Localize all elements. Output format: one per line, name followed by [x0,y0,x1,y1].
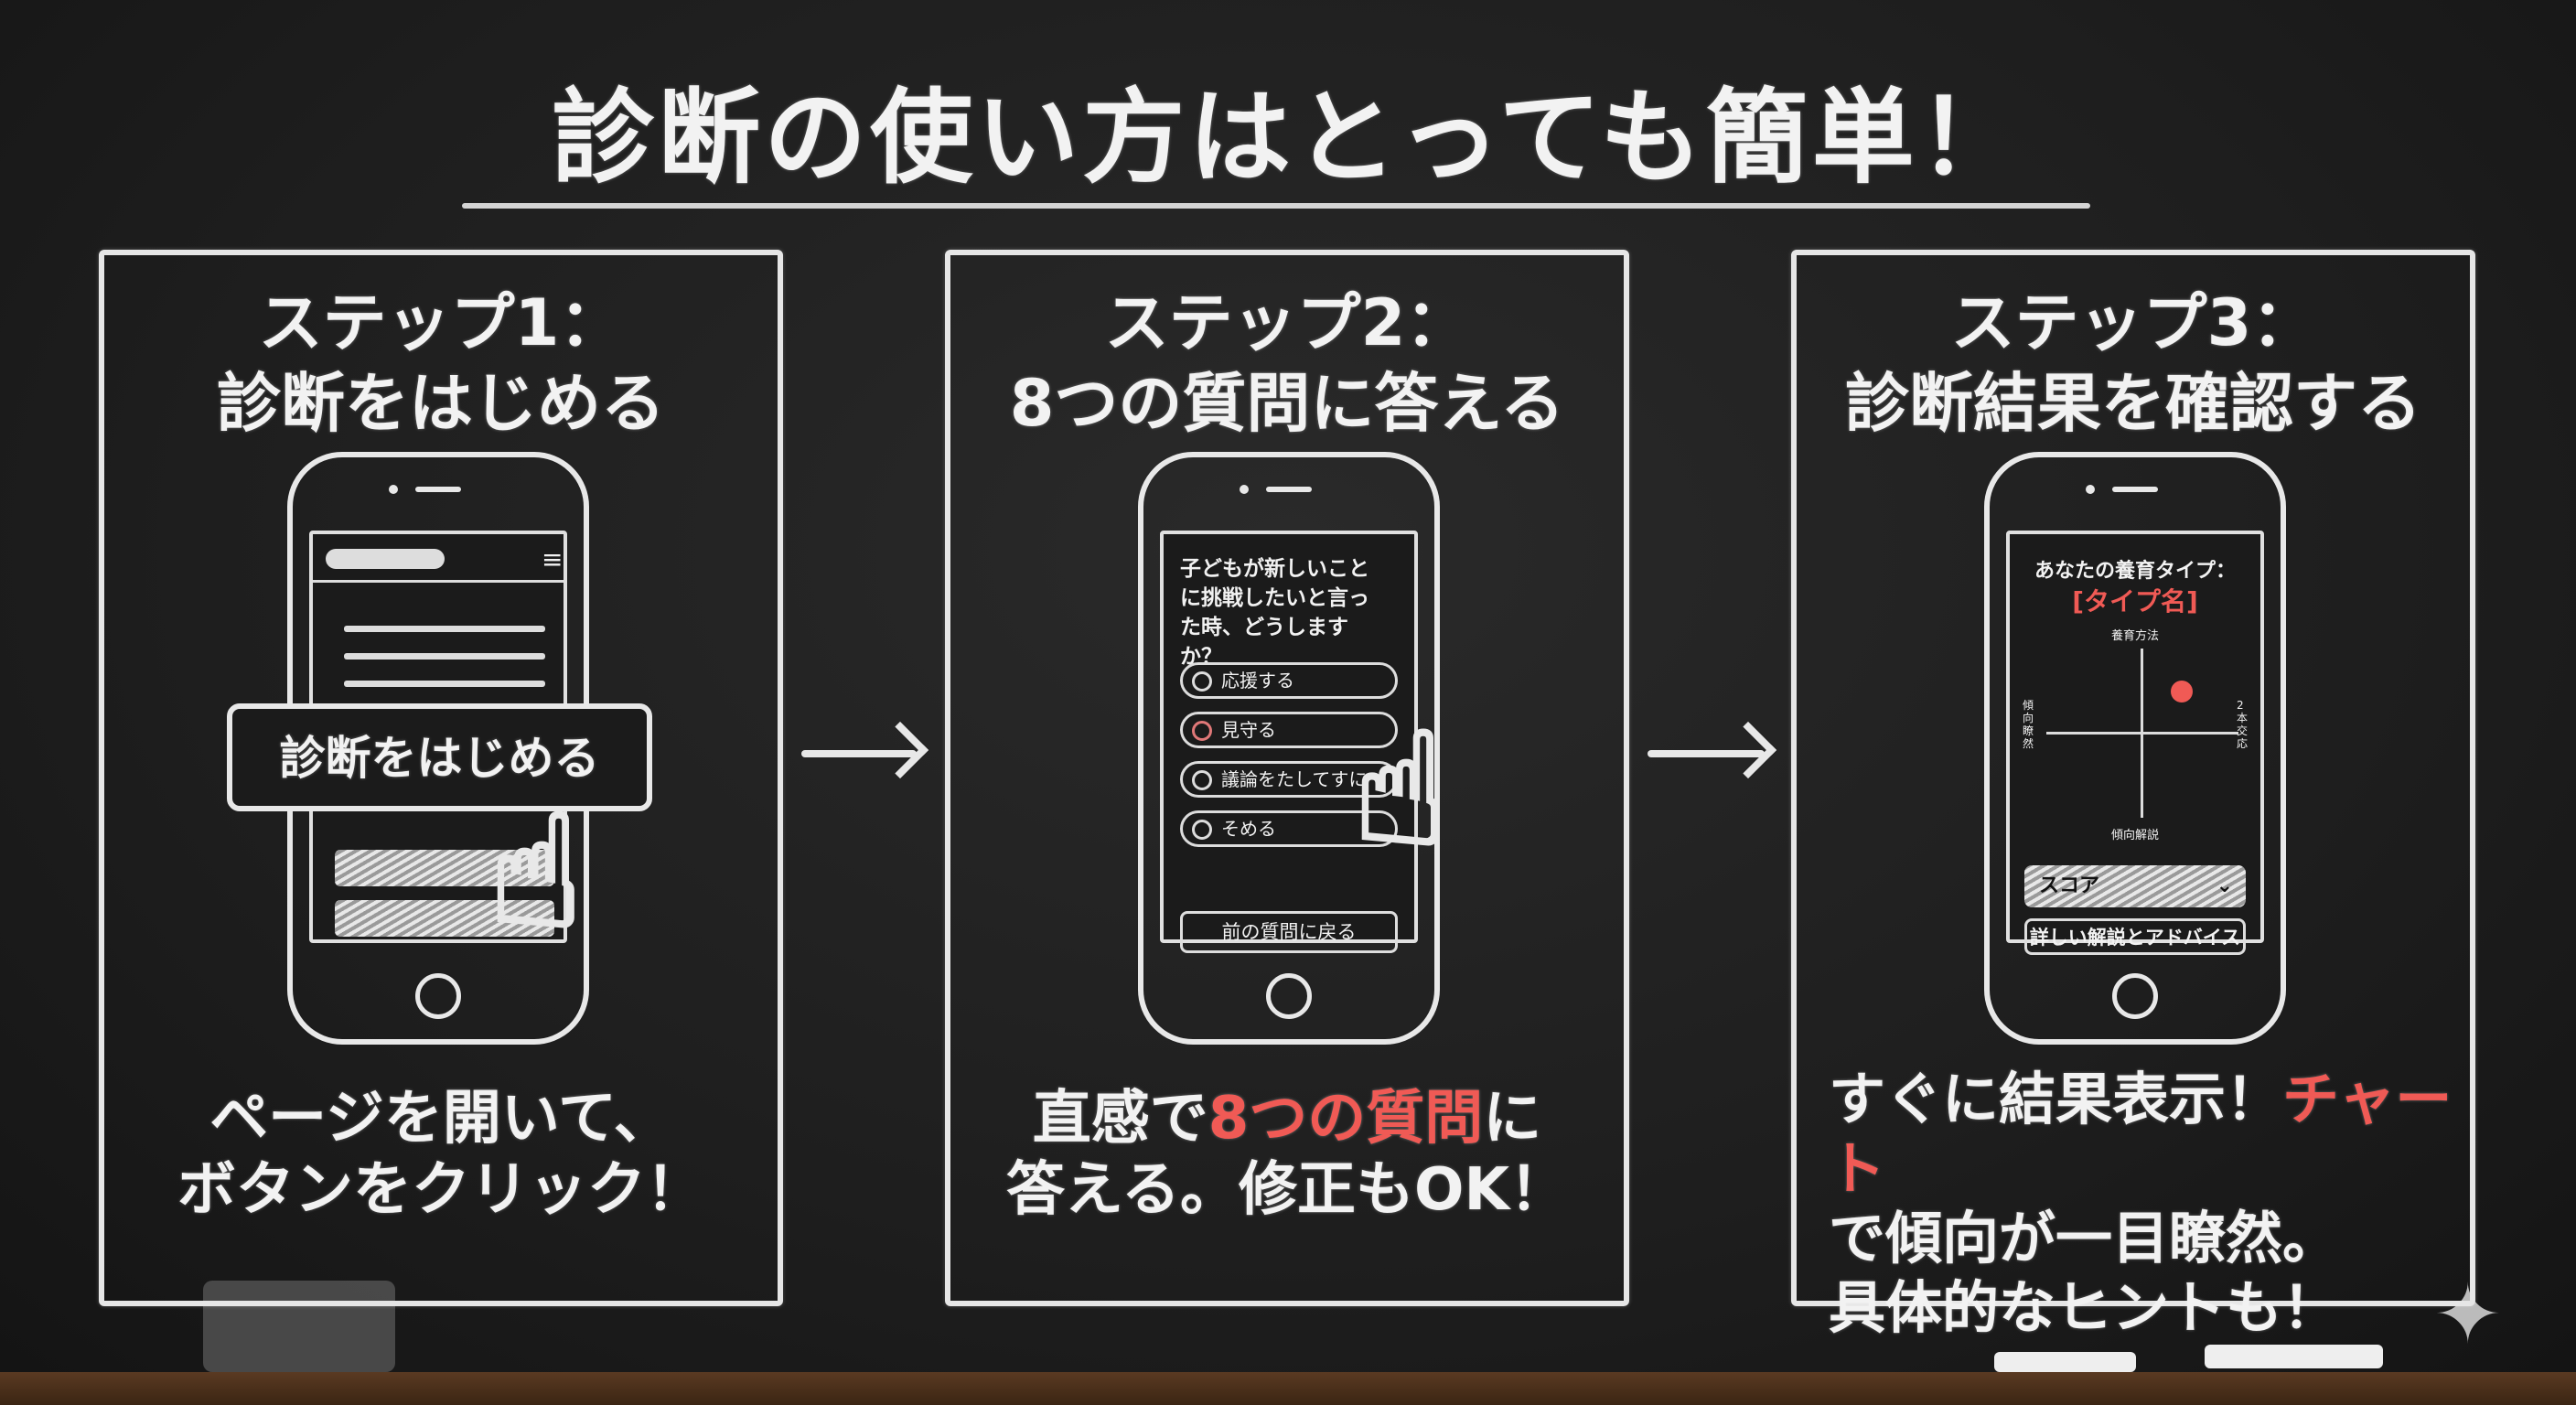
answer-option[interactable]: 応援する [1180,662,1398,699]
chart-x-axis [2046,732,2238,735]
pointing-hand-icon: ☝ [487,782,585,963]
previous-question-button[interactable]: 前の質問に戻る [1180,911,1398,953]
step-2-panel: ステップ2： 8つの質問に答える 子どもが新しいことに挑戦したいと言った時、どう… [945,250,1629,1306]
step-1-label: ステップ1： [258,285,624,360]
arrow-right-icon [801,750,917,757]
step-1-desc-line-2: ボタンをクリック！ [177,1156,704,1224]
step-2-label: ステップ2： [1104,285,1470,360]
question-text: 子どもが新しいことに挑戦したいと言った時、どうしますか？ [1180,557,1369,669]
result-label: あなたの養育タイプ： [2034,560,2236,583]
answer-option[interactable]: そめる [1180,810,1398,847]
chalk-piece [2205,1345,2383,1368]
chevron-down-icon: ⌄ [2216,874,2233,897]
title-underline [462,203,2090,209]
axis-bottom-label: 傾向解説 [2110,829,2159,842]
step-1-panel: ステップ1： 診断をはじめる ≡ 診断をはじめる ☝ ページを開いて、 ボタンを… [99,250,783,1306]
start-diagnosis-button[interactable]: 診断をはじめる [227,703,652,811]
answer-option[interactable]: 議論をたしてすに [1180,761,1398,798]
step-3-desc-line-1: すぐに結果表示！チャート [1829,1066,2453,1202]
phone-illustration: あなたの養育タイプ： [タイプ名] 養育方法 傾向解説 傾向瞭然 2本交応 スコ… [1984,452,2286,1045]
pointing-hand-icon: ☝ [1351,700,1450,881]
page-title: 診断の使い方はとっても簡単！ [552,79,2024,198]
score-dropdown[interactable]: スコア⌄ [2024,865,2246,907]
arrow-right-icon [1648,750,1765,757]
chalk-tray [0,1372,2576,1405]
step-3-desc-line-3: 具体的なヒントも！ [1829,1274,2340,1341]
step-1-title: 診断をはじめる [217,366,665,441]
answer-option-selected[interactable]: 見守る [1180,712,1398,748]
chalk-piece [1994,1352,2136,1372]
sparkle-icon: ✦ [2433,1267,2503,1363]
eraser [203,1281,395,1372]
step-1-desc-line-1: ページを開いて、 [209,1085,672,1153]
step-3-panel: ステップ3： 診断結果を確認する あなたの養育タイプ： [タイプ名] 養育方法 … [1791,250,2475,1341]
step-3-label: ステップ3： [1950,285,2316,360]
axis-left-label: 傾向瞭然 [2023,699,2034,750]
type-name: [タイプ名] [2072,586,2198,617]
phone-illustration: 子どもが新しいことに挑戦したいと言った時、どうしますか？ 応援する 見守る 議論… [1138,452,1440,1045]
axis-right-label: 2本交応 [2237,699,2249,750]
axis-top-label: 養育方法 [2110,629,2159,643]
step-3-title: 診断結果を確認する [1845,366,2421,441]
phone-screen: 子どもが新しいことに挑戦したいと言った時、どうしますか？ 応援する 見守る 議論… [1160,531,1418,953]
home-button [1266,973,1312,1019]
step-2-desc-line-1: 直感で8つの質問に [1032,1085,1542,1153]
home-button [2112,973,2158,1019]
menu-icon[interactable]: ≡ [542,544,564,574]
step-3-desc-line-2: で傾向が一目瞭然。 [1829,1205,2340,1271]
phone-screen: あなたの養育タイプ： [タイプ名] 養育方法 傾向解説 傾向瞭然 2本交応 スコ… [2006,531,2264,955]
result-point [2171,681,2193,702]
step-2-title: 8つの質問に答える [1009,366,1565,441]
step-2-desc-line-2: 答える。修正もOK！ [1005,1156,1569,1224]
home-button [415,973,461,1019]
detailed-advice-button[interactable]: 詳しい解説とアドバイス [2024,918,2246,955]
